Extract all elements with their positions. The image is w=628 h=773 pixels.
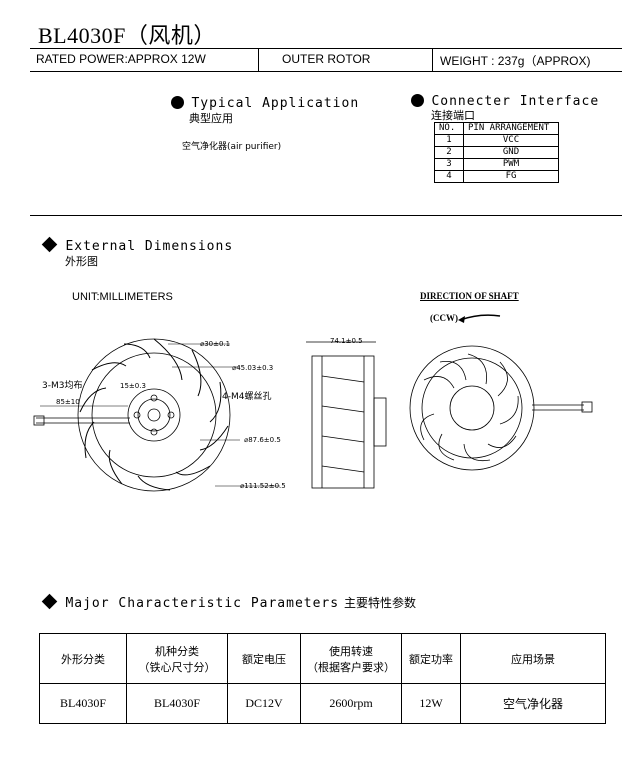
dim-74: 74.1±0.5 xyxy=(330,337,363,345)
application-section: Typical Application xyxy=(171,94,359,112)
cell: VCC xyxy=(463,134,559,147)
rotor-type: OUTER ROTOR xyxy=(282,52,371,66)
front-view-drawing xyxy=(33,338,280,492)
cell: DC12V xyxy=(227,683,301,724)
application-heading: Typical Application xyxy=(191,96,360,111)
diamond-icon xyxy=(41,593,58,610)
rotation-arrow-icon xyxy=(458,314,501,323)
interface-heading-cn: 连接端口 xyxy=(431,109,475,122)
interface-heading: Connecter Interface xyxy=(431,94,600,109)
rated-power: RATED POWER:APPROX 12W xyxy=(36,52,206,66)
parameters-section: Major Characteristic Parameters xyxy=(41,593,340,612)
parameters-heading-cn: 主要特性参数 xyxy=(344,596,417,610)
dim-15: 15±0.3 xyxy=(120,382,146,390)
shaft-direction-label: DIRECTION OF SHAFT xyxy=(420,291,519,301)
dimensions-heading: External Dimensions xyxy=(65,239,234,254)
table-header: 外形分类 机种分类 （铁心尺寸分） 额定电压 使用转速 （根据客户要求） 额定功… xyxy=(39,633,606,684)
table-header: NO. PIN ARRANGEMENT xyxy=(434,122,559,135)
cell: GND xyxy=(463,146,559,159)
dimensions-heading-cn: 外形图 xyxy=(65,255,98,268)
header-cell: 额定功率 xyxy=(401,633,461,684)
header-no: NO. xyxy=(434,122,464,135)
rear-view-drawing xyxy=(409,345,593,471)
application-heading-cn: 典型应用 xyxy=(189,112,233,125)
dim-m3: 3-M3均布 xyxy=(42,381,83,391)
application-item: 空气净化器(air purifier) xyxy=(182,142,282,152)
dim-d45: ⌀45.03±0.3 xyxy=(232,364,274,372)
weight: WEIGHT : 237g（APPROX) xyxy=(440,54,591,68)
cell: 空气净化器 xyxy=(460,683,606,724)
header-cell: 外形分类 xyxy=(39,633,127,684)
cell: PWM xyxy=(463,158,559,171)
header-cell: 使用转速 （根据客户要求） xyxy=(300,633,402,684)
header-cell: 机种分类 （铁心尺寸分） xyxy=(126,633,228,684)
dim-d87: ⌀87.6±0.5 xyxy=(244,436,281,444)
spec-row: RATED POWER:APPROX 12W OUTER ROTOR WEIGH… xyxy=(30,48,622,72)
bullet-icon xyxy=(411,94,424,107)
divider xyxy=(258,49,259,71)
diamond-icon xyxy=(41,236,58,253)
cell: 12W xyxy=(401,683,461,724)
cell: 2600rpm xyxy=(300,683,402,724)
cell: 1 xyxy=(434,134,464,147)
dim-d111: ⌀111.52±0.5 xyxy=(240,482,286,490)
page-title: BL4030F（风机） xyxy=(38,23,216,48)
dimensions-section: External Dimensions xyxy=(41,236,234,255)
parameters-heading: Major Characteristic Parameters xyxy=(65,596,340,611)
cell: BL4030F xyxy=(126,683,228,724)
table-row: BL4030F BL4030F DC12V 2600rpm 12W 空气净化器 xyxy=(39,683,606,724)
dim-85: 85±10 xyxy=(56,398,80,406)
dim-m4: 4-M4螺丝孔 xyxy=(222,392,272,402)
dim-d30: ⌀30±0.1 xyxy=(200,340,231,348)
cell: 2 xyxy=(434,146,464,159)
bullet-icon xyxy=(171,96,184,109)
cell: 4 xyxy=(434,170,464,183)
side-view-drawing xyxy=(306,341,387,489)
cell: FG xyxy=(463,170,559,183)
header-cell: 应用场景 xyxy=(460,633,606,684)
unit-label: UNIT:MILLIMETERS xyxy=(72,291,173,303)
header-cell: 额定电压 xyxy=(227,633,301,684)
header-pin: PIN ARRANGEMENT xyxy=(463,122,559,135)
ccw-label: (CCW) xyxy=(430,313,458,323)
section-divider xyxy=(30,215,622,216)
parameters-table: 外形分类 机种分类 （铁心尺寸分） 额定电压 使用转速 （根据客户要求） 额定功… xyxy=(39,633,606,724)
divider xyxy=(432,49,433,71)
cell: 3 xyxy=(434,158,464,171)
cell: BL4030F xyxy=(39,683,127,724)
interface-section: Connecter Interface xyxy=(411,92,599,110)
